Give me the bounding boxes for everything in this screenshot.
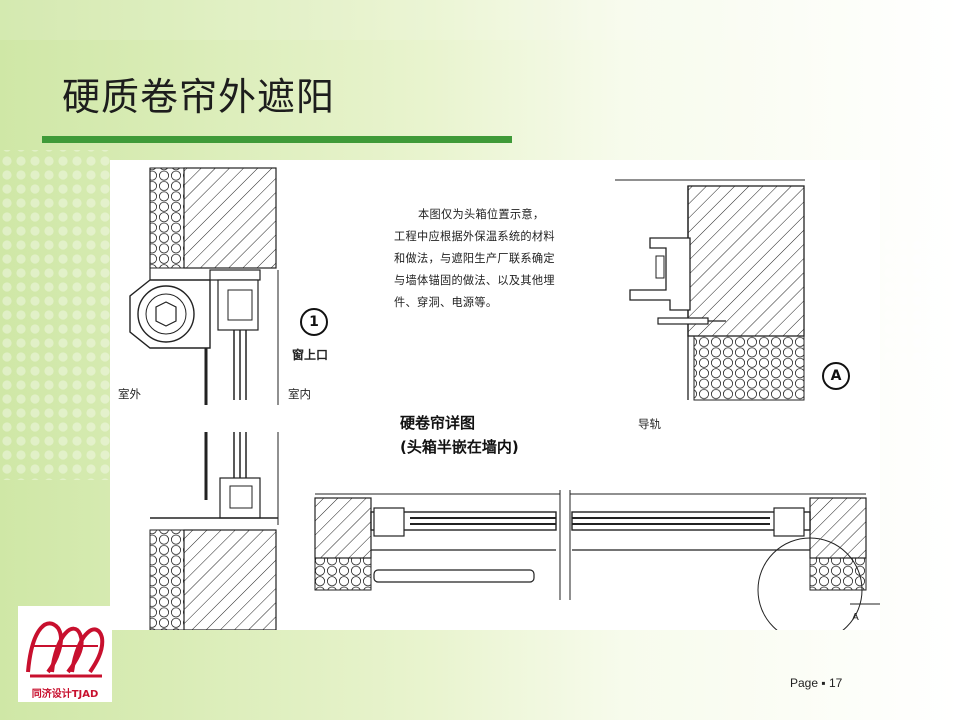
caption-line2: (头箱半嵌在墙内) [400, 438, 519, 456]
marker-1: 1 [300, 308, 328, 336]
technical-drawing: 本图仅为头箱位置示意， 工程中应根据外保温系统的材料 和做法，与遮阳生产厂联系确… [110, 160, 880, 630]
caption-line1: 硬卷帘详图 [400, 414, 476, 432]
drawing-note: 本图仅为头箱位置示意， 工程中应根据外保温系统的材料 和做法，与遮阳生产厂联系确… [394, 204, 594, 314]
note-line: 和做法，与遮阳生产厂联系确定 [394, 252, 555, 265]
note-line: 件、穿洞、电源等。 [394, 296, 498, 309]
label-inside: 室内 [288, 387, 311, 401]
detail-a [615, 179, 805, 401]
left-section-bottom [149, 432, 279, 630]
tjad-logo: 同济设计TJAD [18, 606, 112, 702]
note-line: 与墙体锚固的做法、以及其他埋 [394, 274, 555, 287]
page-number: Page ▪ 17 [790, 676, 843, 690]
label-window-top: 窗上口 [292, 348, 329, 362]
logo-emblem-icon [18, 606, 112, 684]
note-line: 本图仅为头箱位置示意， [418, 208, 545, 221]
label-guide-rail: 导轨 [638, 417, 661, 431]
marker-a-small: A [852, 612, 859, 623]
left-section-top [129, 167, 279, 405]
plan-detail [314, 490, 880, 630]
logo-text: 同济设计TJAD [31, 689, 99, 700]
drawing-lines [129, 167, 880, 630]
title-underline [42, 136, 512, 143]
label-outside: 室外 [118, 387, 141, 401]
marker-a: A [822, 362, 850, 390]
slide-title: 硬质卷帘外遮阳 [62, 75, 336, 119]
note-line: 工程中应根据外保温系统的材料 [394, 230, 555, 243]
